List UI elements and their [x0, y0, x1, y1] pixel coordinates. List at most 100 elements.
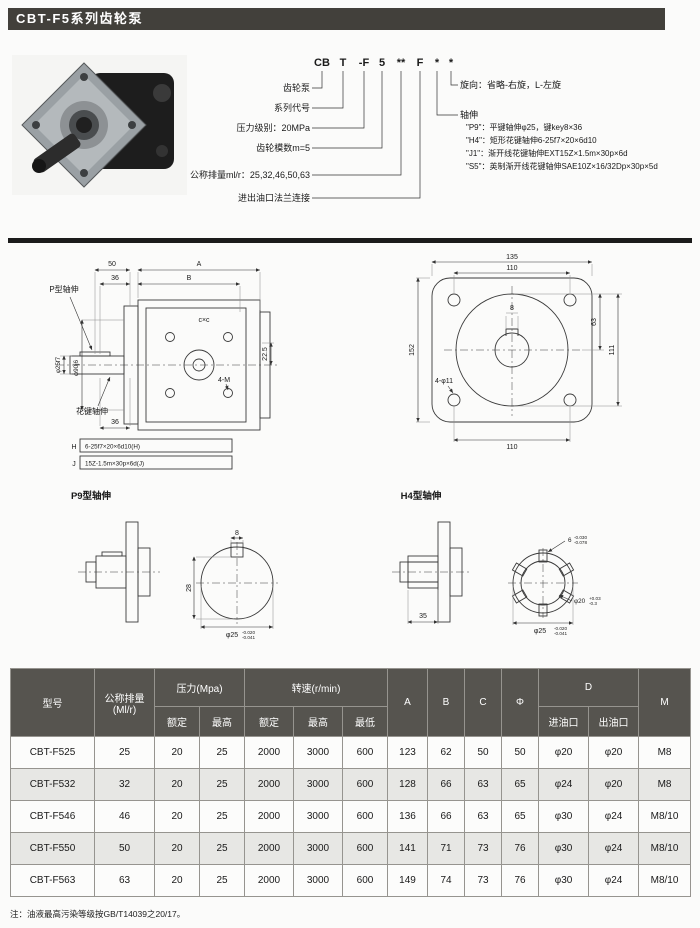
dim-135: 135	[506, 254, 518, 261]
value-cell: M8/10	[638, 864, 692, 897]
extension-lines	[60, 264, 622, 629]
dim-b: B	[187, 275, 192, 282]
dim-spline-tol-top: -0.030	[574, 535, 587, 540]
value-cell: 32	[94, 768, 155, 801]
col-header-d: D	[538, 668, 640, 707]
spline-row-key: H	[71, 444, 76, 451]
code-meaning-label: 压力级别：20MPa	[236, 123, 310, 133]
value-cell: 600	[341, 800, 389, 833]
spline-teeth	[511, 549, 575, 617]
col-header-pressure: 压力(Mpa)	[154, 668, 245, 707]
p9-section-label: P9型轴伸	[71, 490, 112, 502]
value-cell: φ20	[538, 736, 590, 769]
value-cell: 20	[154, 864, 200, 897]
table-row: CBT-F546 46 20 25 2000 3000 600 136 66 6…	[10, 800, 692, 833]
dim-spline-tol-bot: -0.078	[574, 540, 587, 545]
value-cell: 149	[387, 864, 429, 897]
dim-36-bottom: 36	[111, 419, 119, 426]
dim-110-bottom: 110	[506, 444, 517, 451]
section-divider	[8, 238, 692, 243]
col-header-speed: 转速(r/min)	[243, 668, 389, 707]
p9-shaft-views	[78, 521, 278, 624]
dim-minor-dia: φ20	[574, 598, 586, 605]
value-cell: φ30	[538, 832, 590, 865]
dim-63: 63	[591, 318, 598, 326]
value-cell: 128	[387, 768, 429, 801]
col-header-a: A	[387, 668, 429, 737]
footnote: 注：油液最高污染等级按GB/T14039之20/17。	[10, 909, 186, 919]
code-part: *	[434, 57, 440, 69]
code-meaning-label: 齿轮模数m=5	[256, 143, 310, 153]
dim-minor-tol-top: +0.03	[589, 596, 601, 601]
value-cell: 50	[464, 736, 503, 769]
col-header-model: 型号	[10, 668, 95, 737]
spline-shaft-label: 花键轴伸	[76, 406, 108, 416]
dim-major-dia: φ25	[534, 628, 546, 635]
value-cell: M8	[638, 736, 692, 769]
value-cell: 74	[427, 864, 466, 897]
value-cell: 63	[94, 864, 155, 897]
table-row: CBT-F550 50 20 25 2000 3000 600 141 71 7…	[10, 832, 692, 865]
dim-key-width: 8	[235, 530, 239, 537]
col-header-pressure-max: 最高	[199, 706, 245, 737]
col-header-pressure-rated: 额定	[154, 706, 200, 737]
value-cell: 600	[341, 864, 389, 897]
dim-p9-dia: φ25	[226, 632, 238, 639]
col-header-speed-max: 最高	[293, 706, 343, 737]
technical-drawings: 50 A 36 B P型轴伸 φ25f7 φ90j6 22.5 4-M c×c …	[49, 254, 622, 640]
dim-111: 111	[609, 345, 616, 356]
table-row: CBT-F525 25 20 25 2000 3000 600 123 62 5…	[10, 736, 692, 769]
shaft-option: "J1"：渐开线花键轴伸EXT15Z×1.5m×30p×6d	[466, 149, 628, 158]
value-cell: 20	[154, 768, 200, 801]
code-meaning-label: 公称排量ml/r：25,32,46,50,63	[189, 170, 310, 180]
value-cell: 20	[154, 832, 200, 865]
h4-section-label: H4型轴伸	[401, 490, 442, 502]
col-header-phi: Φ	[501, 668, 540, 737]
value-cell: φ24	[588, 832, 640, 865]
value-cell: 141	[387, 832, 429, 865]
page-title: CBT-F5系列齿轮泵	[8, 8, 665, 30]
value-cell: 20	[154, 736, 200, 769]
value-cell: 2000	[244, 768, 294, 801]
header-row-1: 型号 公称排量 (Ml/r) 压力(Mpa) 转速(r/min) A B C Φ…	[10, 668, 692, 737]
p-shaft-label: P型轴伸	[49, 284, 78, 294]
dim-major-tol-bot: -0.041	[554, 631, 567, 636]
shaft-option: "H4"：矩形花键轴伸6-25f7×20×6d10	[466, 136, 597, 145]
spline-row-value: 6-25f7×20×6d10(H)	[85, 444, 140, 451]
shaft-option: "P9"：平键轴伸φ25，键key8×36	[466, 123, 583, 132]
value-cell: 2000	[244, 864, 294, 897]
dim-28: 28	[186, 584, 193, 592]
value-cell: 20	[154, 800, 200, 833]
value-cell: 63	[464, 800, 503, 833]
value-cell: 3000	[293, 800, 343, 833]
displacement-line1: 公称排量	[104, 693, 145, 705]
value-cell: 66	[427, 768, 466, 801]
value-cell: 50	[501, 736, 540, 769]
value-cell: 123	[387, 736, 429, 769]
value-cell: 50	[94, 832, 155, 865]
displacement-line2: (Ml/r)	[112, 704, 137, 716]
model-cell: CBT-F532	[10, 768, 95, 801]
col-header-speed-min: 最低	[341, 706, 389, 737]
value-cell: M8/10	[638, 832, 692, 865]
dim-4m: 4-M	[218, 377, 230, 384]
code-part: 5	[378, 57, 386, 69]
dim-spline-w: 6	[568, 537, 572, 544]
value-cell: 3000	[293, 768, 343, 801]
value-cell: 73	[464, 832, 503, 865]
value-cell: 65	[501, 768, 540, 801]
code-part: F	[416, 57, 424, 69]
header-row-2: 额定 最高 额定 最高 最低 进油口 出油口	[11, 706, 691, 737]
value-cell: 136	[387, 800, 429, 833]
code-meaning-label: 进出油口法兰连接	[237, 193, 310, 203]
model-code-diagram: CB T -F 5 ** F * * 齿轮泵 系列代号 压力级别：20MPa 齿…	[190, 55, 696, 240]
value-cell: φ20	[588, 736, 640, 769]
value-cell: 25	[199, 800, 245, 833]
code-meaning-label: 系列代号	[273, 103, 310, 113]
value-cell: 3000	[293, 864, 343, 897]
code-meaning-label: 齿轮泵	[282, 83, 310, 93]
h4-shaft-views	[392, 521, 578, 623]
value-cell: φ24	[538, 768, 590, 801]
value-cell: 73	[464, 864, 503, 897]
value-cell: 25	[199, 768, 245, 801]
